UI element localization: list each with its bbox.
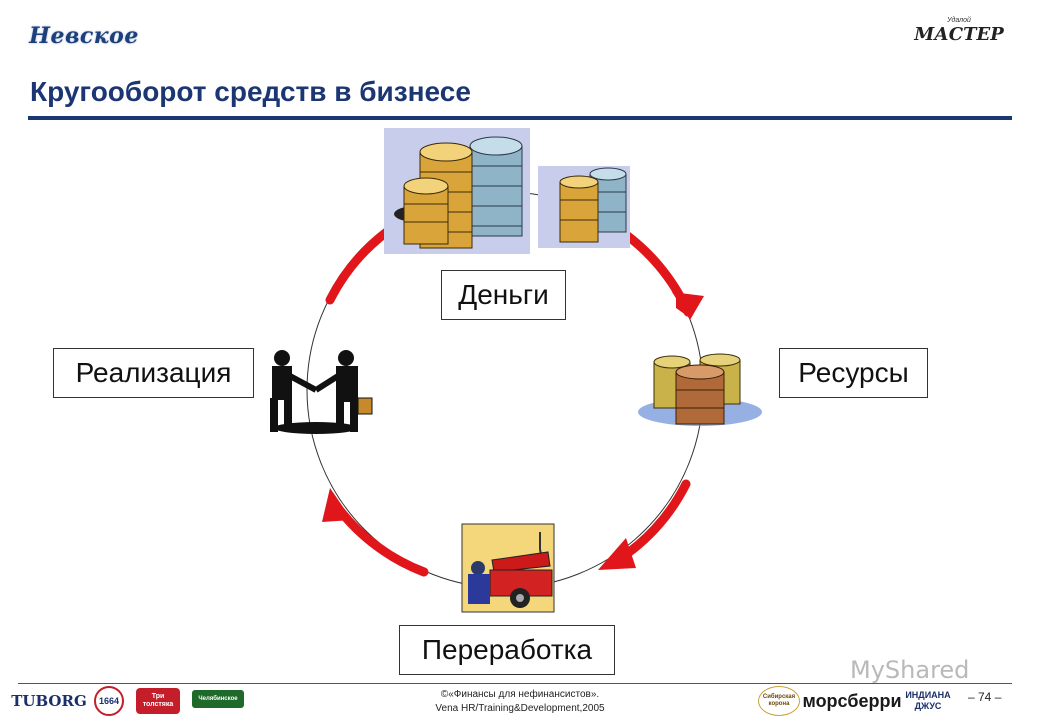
udaloy-master-logo: Удалой МАСТЕР xyxy=(914,14,1004,48)
coin-stack-small-gold xyxy=(559,175,599,243)
mechanic-body xyxy=(468,574,490,604)
businessman-right xyxy=(314,350,373,432)
mechanic-illustration xyxy=(461,523,555,613)
footer-divider xyxy=(18,683,1012,684)
brand-indiana-juice: ИНДИАНА ДЖУС xyxy=(905,690,951,711)
page-number: – 74 – xyxy=(968,690,1002,704)
node-sales: Реализация xyxy=(53,348,254,398)
nevskoe-logo-text: Невское xyxy=(29,23,139,49)
arrowhead-resources-side xyxy=(672,292,704,320)
brand-chelyabinskoe: Челябинское xyxy=(192,690,244,708)
myshared-watermark: MyShared xyxy=(850,656,970,684)
barrel-front xyxy=(675,364,725,425)
handshake-illustration xyxy=(270,350,373,434)
node-processing: Переработка xyxy=(399,625,615,675)
node-resources: Ресурсы xyxy=(779,348,928,398)
barrels-illustration xyxy=(638,353,762,426)
title-underline xyxy=(28,116,1012,120)
brand-tri-tolstyaka: Три толстяка xyxy=(136,688,180,714)
page-title: Кругооборот средств в бизнесе xyxy=(30,76,471,107)
cycle-arrows xyxy=(322,212,704,577)
car-hubcap xyxy=(516,594,524,602)
brand-tuborg: TUBORG xyxy=(11,692,87,710)
node-money: Деньги xyxy=(441,270,566,320)
coins-illustration xyxy=(384,128,630,254)
arrow-processing-to-sales xyxy=(333,503,429,577)
brand-morsberri: морсберри xyxy=(802,690,902,711)
mechanic-head xyxy=(471,561,485,575)
coin-stack-silver xyxy=(469,136,523,237)
arrowhead-processing-to-sales xyxy=(322,488,352,522)
coin-stack-gold-2 xyxy=(403,177,449,245)
master-logo-small-text: Удалой xyxy=(947,17,971,24)
footer-line-2: Vena HR/Training&Development,2005 xyxy=(435,703,605,714)
footer-line-1: ©«Финансы для нефинансистов». xyxy=(440,689,600,700)
arrowhead-resources-to-processing xyxy=(598,538,636,570)
footer-copyright: ©«Финансы для нефинансистов». Vena HR/Tr… xyxy=(400,688,640,716)
master-logo-text: МАСТЕР xyxy=(914,24,1004,45)
briefcase xyxy=(357,397,373,415)
car-hood xyxy=(491,551,551,573)
brand-sibirskaya-korona: Сибирская корона xyxy=(758,686,800,716)
brand-1664: 1664 xyxy=(94,686,124,716)
nevskoe-logo: Невское xyxy=(28,16,140,56)
businessman-left xyxy=(270,350,318,432)
